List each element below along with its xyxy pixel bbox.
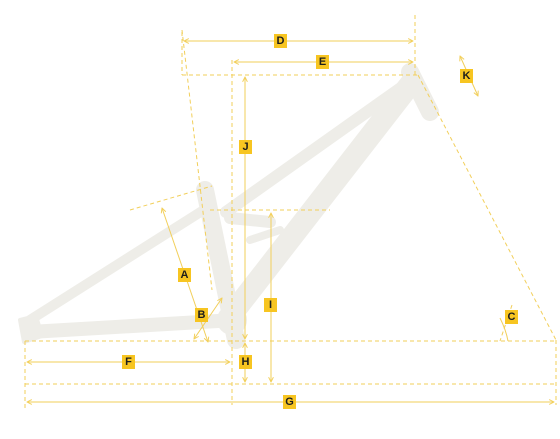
seat-angle-baseline	[499, 304, 513, 342]
dim-c-head-angle-arc	[499, 317, 509, 342]
fork-line	[417, 74, 557, 341]
seat-tube-top-line	[129, 185, 213, 211]
down-tube	[221, 71, 423, 325]
label-k: K	[460, 69, 473, 83]
label-d: D	[274, 34, 287, 48]
label-b: B	[195, 308, 208, 322]
label-i: I	[264, 298, 277, 312]
rear-dropout	[18, 314, 44, 344]
label-a: A	[178, 268, 191, 282]
dim-b-seat-angle	[194, 298, 222, 339]
label-g: G	[283, 395, 296, 409]
seat-stay	[25, 201, 215, 325]
rocker-link	[224, 212, 276, 228]
shock	[246, 226, 284, 244]
label-e: E	[316, 55, 329, 69]
label-j: J	[239, 140, 252, 154]
label-c: C	[505, 310, 518, 324]
seat-angle-line	[181, 29, 213, 291]
reference-lines	[24, 15, 557, 410]
label-f: F	[122, 355, 135, 369]
dimension-lines	[24, 15, 557, 410]
label-h: H	[239, 355, 252, 369]
head-tube	[401, 63, 439, 121]
bike-frame	[18, 63, 439, 349]
top-tube	[220, 74, 418, 218]
